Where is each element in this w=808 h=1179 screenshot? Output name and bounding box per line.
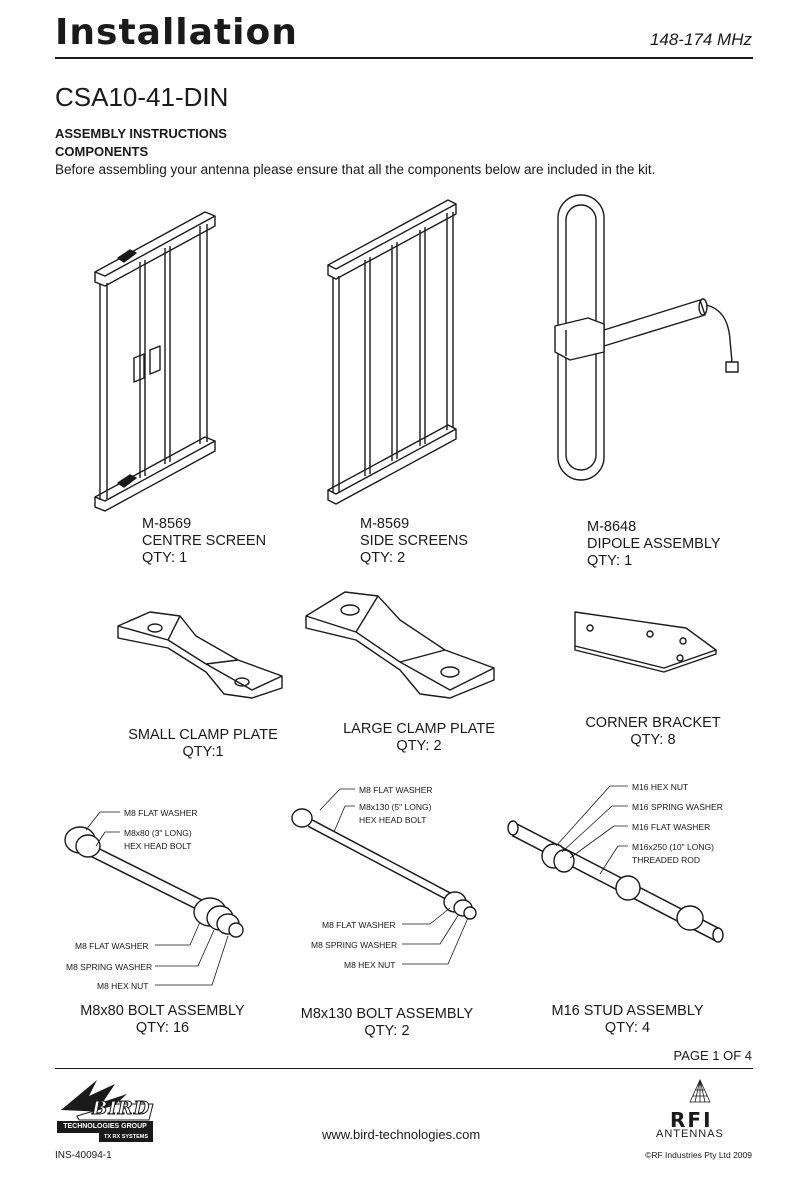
callout-m8x80-flat-washer-bottom: M8 FLAT WASHER (75, 941, 149, 951)
caption-centre-screen: M-8569 CENTRE SCREEN QTY: 1 (142, 516, 266, 567)
section-heading-components: COMPONENTS (55, 144, 149, 159)
component-qty: QTY: 8 (630, 732, 676, 748)
small-clamp-plate-drawing (117, 611, 283, 699)
component-qty: QTY: 1 (142, 550, 188, 566)
rfi-logo-word: RFI (670, 1108, 713, 1132)
callout-m16-hex-nut: M16 HEX NUT (632, 782, 689, 792)
component-qty: QTY: 1 (587, 553, 633, 569)
component-code: M-8569 (142, 516, 192, 532)
component-name: M8x80 BOLT ASSEMBLY (80, 1003, 245, 1019)
caption-small-clamp-plate: SMALL CLAMP PLATE QTY:1 (122, 727, 284, 761)
centre-screen-drawing (94, 211, 216, 512)
rfi-logo-icon (689, 1079, 711, 1103)
component-qty: QTY: 2 (364, 1023, 410, 1039)
component-name: SIDE SCREENS (360, 533, 468, 549)
header-divider (55, 57, 753, 59)
component-qty: QTY: 2 (360, 550, 406, 566)
bird-logo-subband: TX RX SYSTEMS (99, 1133, 153, 1142)
component-name: LARGE CLAMP PLATE (343, 721, 495, 737)
callout-m16-rod: M16x250 (10" LONG) (632, 842, 714, 852)
callout-m8x130-bolt-type: HEX HEAD BOLT (359, 815, 427, 825)
caption-dipole-assembly: M-8648 DIPOLE ASSEMBLY QTY: 1 (587, 519, 721, 570)
bird-logo-band: TECHNOLOGIES GROUP (57, 1121, 153, 1133)
callout-m8x130-hex-nut: M8 HEX NUT (344, 960, 396, 970)
caption-side-screens: M-8569 SIDE SCREENS QTY: 2 (360, 516, 468, 567)
m8x130-bolt-drawing (291, 808, 477, 920)
callout-m8x80-spring-washer: M8 SPRING WASHER (66, 962, 153, 972)
side-screen-drawing (327, 199, 457, 505)
bird-logo-word: BIRD (91, 1098, 151, 1120)
component-code: M-8648 (587, 519, 637, 535)
callout-m8x130-flat-washer-bottom: M8 FLAT WASHER (322, 920, 396, 930)
leader-lines (85, 785, 628, 986)
m16-stud-drawing (507, 820, 724, 943)
copyright-notice: ©RF Industries Pty Ltd 2009 (645, 1150, 752, 1160)
component-name: M16 STUD ASSEMBLY (551, 1003, 704, 1019)
caption-m8x130-bolt-assembly: M8x130 BOLT ASSEMBLY QTY: 2 (292, 1006, 482, 1040)
model-number: CSA10-41-DIN (55, 82, 229, 112)
page-title: Installation (55, 12, 298, 53)
callout-m8x80-bolt: M8x80 (3" LONG) (124, 828, 192, 838)
component-qty: QTY:1 (182, 744, 224, 760)
footer-divider (55, 1068, 753, 1069)
website-url: www.bird-technologies.com (322, 1127, 481, 1142)
caption-large-clamp-plate: LARGE CLAMP PLATE QTY: 2 (338, 721, 500, 755)
callout-m8x130-flat-washer-top: M8 FLAT WASHER (359, 785, 433, 795)
callout-m16-rod-type: THREADED ROD (632, 855, 701, 865)
callout-m16-spring-washer: M16 SPRING WASHER (632, 802, 723, 812)
frequency-range: 148-174 MHz (649, 30, 752, 49)
callout-m8x80-bolt-type: HEX HEAD BOLT (124, 841, 192, 851)
component-name: CORNER BRACKET (585, 715, 721, 731)
corner-bracket-drawing (574, 611, 717, 673)
component-name: SMALL CLAMP PLATE (128, 727, 278, 743)
bird-logo-icon (61, 1080, 154, 1121)
component-name: M8x130 BOLT ASSEMBLY (300, 1006, 474, 1022)
section-heading-assembly: ASSEMBLY INSTRUCTIONS (55, 126, 227, 141)
component-qty: QTY: 4 (604, 1020, 651, 1036)
callout-m8x80-flat-washer-top: M8 FLAT WASHER (124, 808, 198, 818)
document-number: INS-40094-1 (55, 1150, 112, 1161)
page-number: PAGE 1 OF 4 (673, 1048, 752, 1063)
caption-corner-bracket: CORNER BRACKET QTY: 8 (572, 715, 734, 749)
m8x80-bolt-drawing (64, 826, 244, 938)
large-clamp-plate-drawing (305, 591, 495, 699)
rfi-logo-subtitle: ANTENNAS (656, 1128, 724, 1140)
component-qty: QTY: 16 (135, 1020, 190, 1036)
callout-m8x130-bolt: M8x130 (5" LONG) (359, 802, 432, 812)
callout-m8x80-hex-nut: M8 HEX NUT (97, 981, 149, 991)
component-code: M-8569 (360, 516, 410, 532)
caption-m16-stud-assembly: M16 STUD ASSEMBLY QTY: 4 (540, 1003, 715, 1037)
component-qty: QTY: 2 (396, 738, 442, 754)
callout-m8x130-spring-washer: M8 SPRING WASHER (311, 940, 398, 950)
dipole-drawing (554, 194, 739, 481)
intro-text: Before assembling your antenna please en… (55, 162, 656, 177)
caption-m8x80-bolt-assembly: M8x80 BOLT ASSEMBLY QTY: 16 (70, 1003, 255, 1037)
component-name: DIPOLE ASSEMBLY (587, 536, 721, 552)
component-name: CENTRE SCREEN (142, 533, 267, 549)
callout-m16-flat-washer: M16 FLAT WASHER (632, 822, 711, 832)
